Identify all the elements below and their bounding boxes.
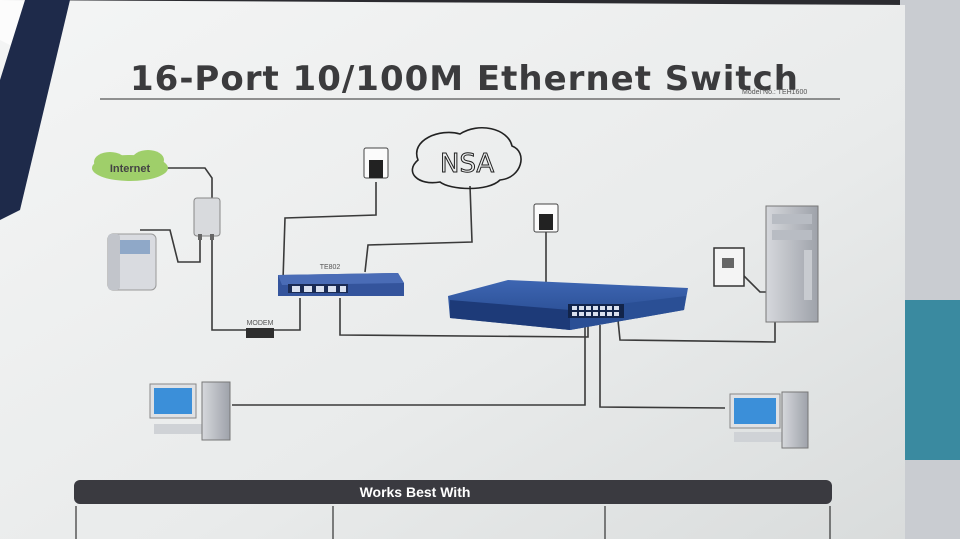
- modem-label: MODEM: [247, 320, 274, 327]
- cable-router-switch: [339, 298, 589, 338]
- banner-label: Works Best With: [360, 484, 471, 500]
- cable-switch-pc-right: [599, 325, 726, 409]
- splitter-device: [193, 197, 221, 240]
- model-number: Model No.: TEH1600: [742, 89, 807, 96]
- desktop-pc-right-icon: [729, 391, 809, 449]
- cable-switch-pc-left: [232, 325, 586, 406]
- cable-nsa-router: [364, 185, 473, 273]
- blue-sticky-note: [905, 300, 960, 460]
- cable-router-power: [282, 182, 377, 281]
- internet-cloud: Internet: [92, 150, 168, 181]
- telephone-icon: [107, 233, 157, 291]
- handwritten-nsa-cloud: NSA: [411, 126, 522, 190]
- ethernet-switch: [448, 280, 688, 330]
- server-tower-icon: [765, 205, 819, 323]
- wall-jack: [713, 247, 745, 287]
- power-adapter-2: [533, 203, 559, 233]
- cable-phone-splitter: [140, 229, 201, 263]
- router-label: TE802: [320, 264, 341, 271]
- modem-device: MODEM: [246, 320, 274, 338]
- desktop-pc-left-icon: [149, 381, 231, 441]
- box-title: 16-Port 10/100M Ethernet Switch: [130, 59, 799, 99]
- corner-fold: [0, 0, 70, 220]
- handwritten-note: NSA: [440, 149, 494, 179]
- internet-label: Internet: [110, 163, 151, 175]
- router-device: TE802: [278, 264, 404, 296]
- power-adapter-1: [363, 147, 389, 179]
- cable-internet-modem: [160, 167, 213, 200]
- works-best-with-banner: Works Best With: [74, 480, 832, 539]
